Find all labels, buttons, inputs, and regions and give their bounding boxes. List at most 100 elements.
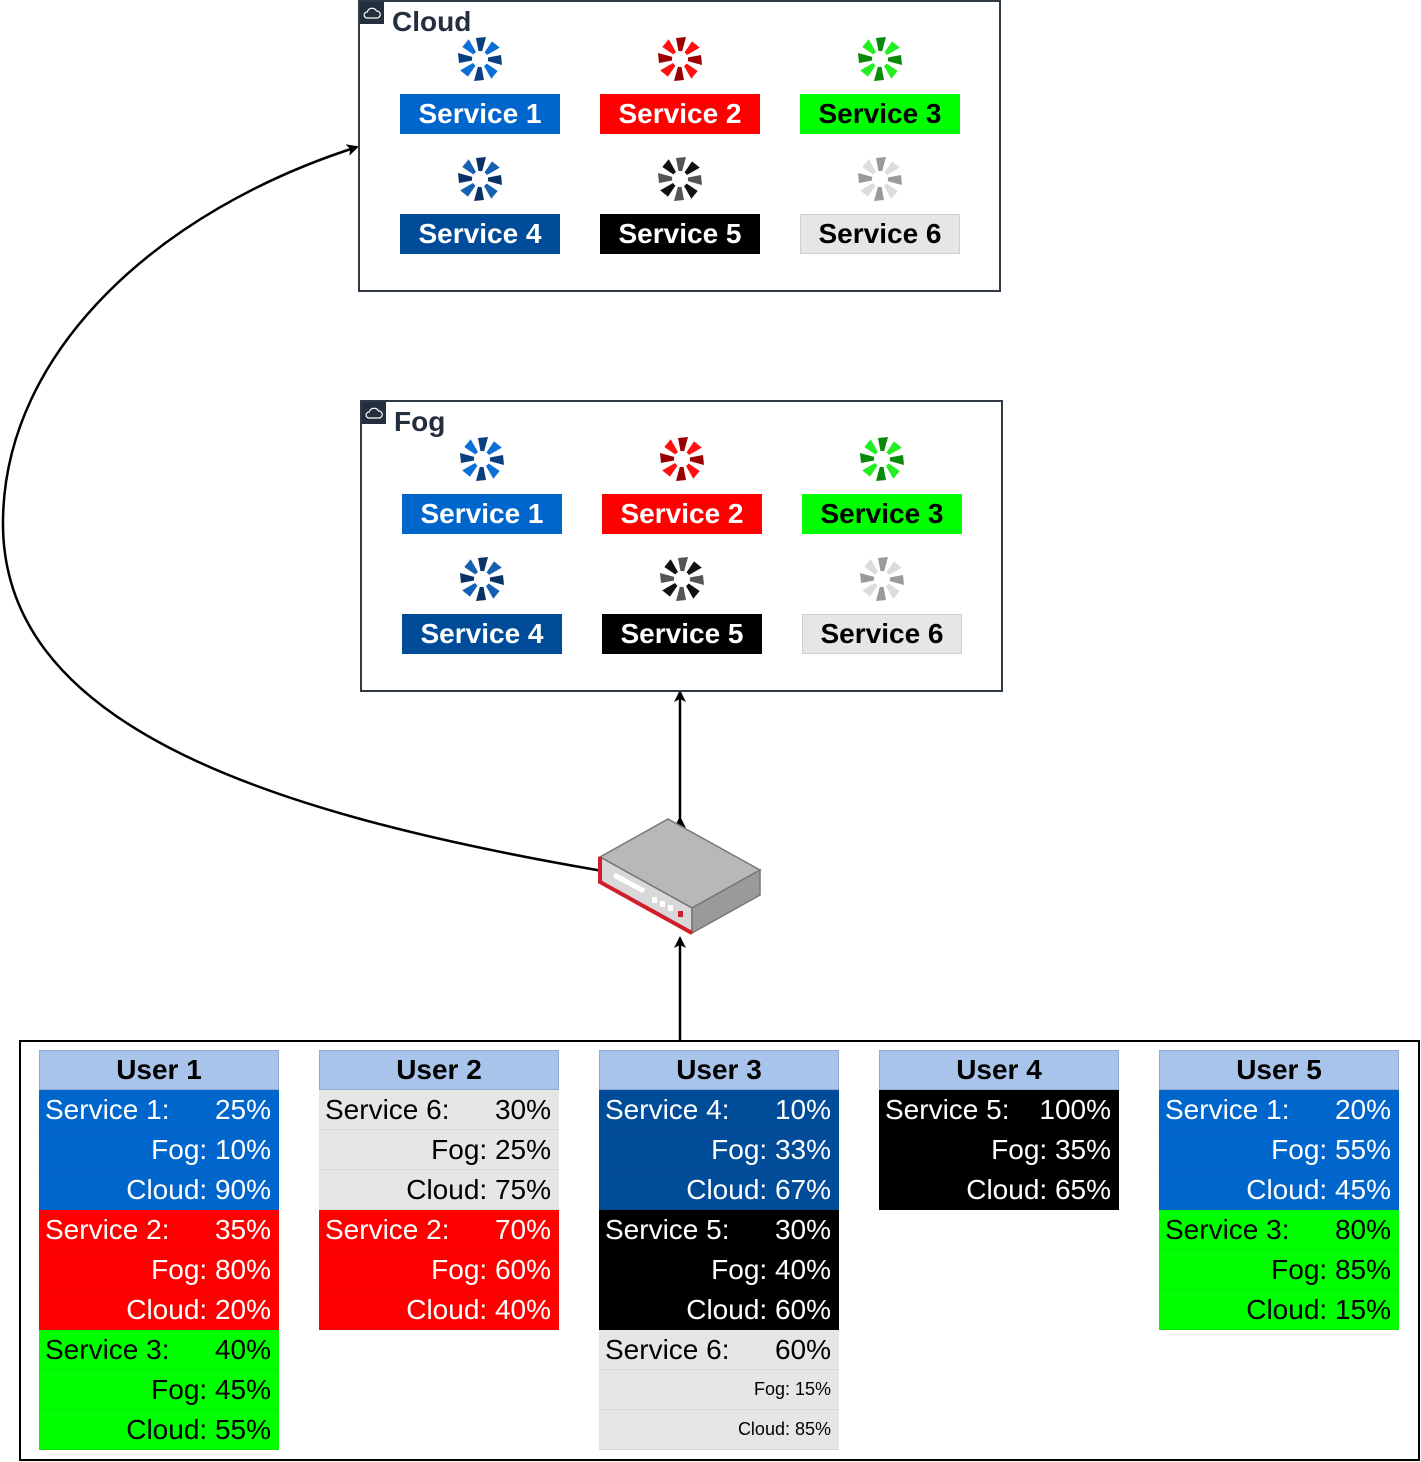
service-name: Service 6: (325, 1093, 450, 1125)
service-share-value: 35% (214, 1213, 271, 1245)
placement-row: Cloud: 55% (39, 1410, 279, 1450)
placement-row: Cloud: 85% (599, 1410, 839, 1450)
service-label: Service 3 (802, 494, 962, 534)
service-gear-icon (657, 554, 707, 604)
service-gear-icon (855, 34, 905, 84)
service-share-row: Service 5: 30% (599, 1210, 839, 1250)
service-name: Service 1: (1165, 1093, 1290, 1125)
cloud-group: Cloud Service 1 Service 2 Service 3 Service… (358, 0, 1001, 292)
placement-row: Fog: 60% (319, 1250, 559, 1290)
service-label: Service 6 (802, 614, 962, 654)
placement-value: Cloud: 15% (1246, 1293, 1391, 1325)
placement-row: Cloud: 15% (1159, 1290, 1399, 1330)
placement-row: Fog: 55% (1159, 1130, 1399, 1170)
service-node: Service 4 (400, 154, 560, 254)
placement-value: Fog: 85% (1271, 1253, 1391, 1285)
placement-row: Fog: 35% (879, 1130, 1119, 1170)
placement-row: Cloud: 67% (599, 1170, 839, 1210)
service-gear-icon (455, 154, 505, 204)
service-node: Service 2 (602, 434, 762, 534)
service-label: Service 6 (800, 214, 960, 254)
placement-row: Fog: 80% (39, 1250, 279, 1290)
service-gear-icon (457, 554, 507, 604)
service-share-value: 70% (494, 1213, 551, 1245)
cloud-icon (360, 2, 384, 24)
service-name: Service 4: (605, 1093, 730, 1125)
service-label: Service 4 (402, 614, 562, 654)
service-node: Service 2 (600, 34, 760, 134)
service-share-row: Service 3: 80% (1159, 1210, 1399, 1250)
user-header: User 5 (1159, 1050, 1399, 1090)
service-name: Service 6: (605, 1333, 730, 1365)
placement-value: Fog: 80% (151, 1253, 271, 1285)
service-share-value: 60% (774, 1333, 831, 1365)
service-share-value: 80% (1334, 1213, 1391, 1245)
service-node: Service 5 (602, 554, 762, 654)
service-gear-icon (657, 434, 707, 484)
placement-value: Cloud: 85% (737, 1419, 831, 1439)
placement-row: Fog: 10% (39, 1130, 279, 1170)
service-node: Service 4 (402, 554, 562, 654)
placement-row: Cloud: 90% (39, 1170, 279, 1210)
placement-row: Fog: 45% (39, 1370, 279, 1410)
placement-value: Cloud: 55% (126, 1413, 271, 1445)
service-label: Service 1 (400, 94, 560, 134)
service-name: Service 3: (45, 1333, 170, 1365)
placement-value: Fog: 55% (1271, 1133, 1391, 1165)
placement-row: Cloud: 75% (319, 1170, 559, 1210)
placement-row: Fog: 40% (599, 1250, 839, 1290)
placement-row: Cloud: 40% (319, 1290, 559, 1330)
placement-value: Fog: 40% (711, 1253, 831, 1285)
service-gear-icon (655, 154, 705, 204)
placement-value: Fog: 15% (753, 1379, 831, 1399)
user-header: User 1 (39, 1050, 279, 1090)
placement-row: Cloud: 60% (599, 1290, 839, 1330)
service-share-value: 100% (1039, 1093, 1111, 1125)
service-label: Service 2 (602, 494, 762, 534)
placement-value: Fog: 10% (151, 1133, 271, 1165)
service-share-row: Service 2:35% (39, 1210, 279, 1250)
service-node: Service 5 (600, 154, 760, 254)
service-name: Service 2: (325, 1213, 450, 1245)
placement-value: Cloud: 45% (1246, 1173, 1391, 1205)
placement-row: Cloud: 65% (879, 1170, 1119, 1210)
placement-value: Cloud: 20% (126, 1293, 271, 1325)
service-share-row: Service 3:40% (39, 1330, 279, 1370)
service-gear-icon (857, 434, 907, 484)
placement-value: Cloud: 65% (966, 1173, 1111, 1205)
service-share-value: 30% (494, 1093, 551, 1125)
service-share-row: Service 1: 20% (1159, 1090, 1399, 1130)
service-node: Service 1 (400, 34, 560, 134)
service-share-row: Service 6: 60% (599, 1330, 839, 1370)
service-label: Service 5 (600, 214, 760, 254)
service-label: Service 3 (800, 94, 960, 134)
placement-value: Cloud: 67% (686, 1173, 831, 1205)
user-header: User 2 (319, 1050, 559, 1090)
service-name: Service 5: (885, 1093, 1010, 1125)
placement-row: Fog: 33% (599, 1130, 839, 1170)
service-node: Service 6 (800, 154, 960, 254)
service-share-value: 30% (774, 1213, 831, 1245)
placement-row: Fog: 85% (1159, 1250, 1399, 1290)
cloud-title: Cloud (392, 6, 472, 37)
service-gear-icon (457, 434, 507, 484)
service-share-value: 20% (1334, 1093, 1391, 1125)
service-share-row: Service 1:25% (39, 1090, 279, 1130)
user-header: User 3 (599, 1050, 839, 1090)
service-name: Service 5: (605, 1213, 730, 1245)
service-share-value: 10% (774, 1093, 831, 1125)
placement-value: Cloud: 40% (406, 1293, 551, 1325)
placement-row: Fog: 15% (599, 1370, 839, 1410)
placement-value: Fog: 25% (431, 1133, 551, 1165)
users-container (19, 1040, 1420, 1461)
service-node: Service 6 (802, 554, 962, 654)
service-share-row: Service 2: 70% (319, 1210, 559, 1250)
placement-value: Fog: 35% (991, 1133, 1111, 1165)
service-name: Service 3: (1165, 1213, 1290, 1245)
placement-value: Fog: 33% (711, 1133, 831, 1165)
placement-row: Fog: 25% (319, 1130, 559, 1170)
